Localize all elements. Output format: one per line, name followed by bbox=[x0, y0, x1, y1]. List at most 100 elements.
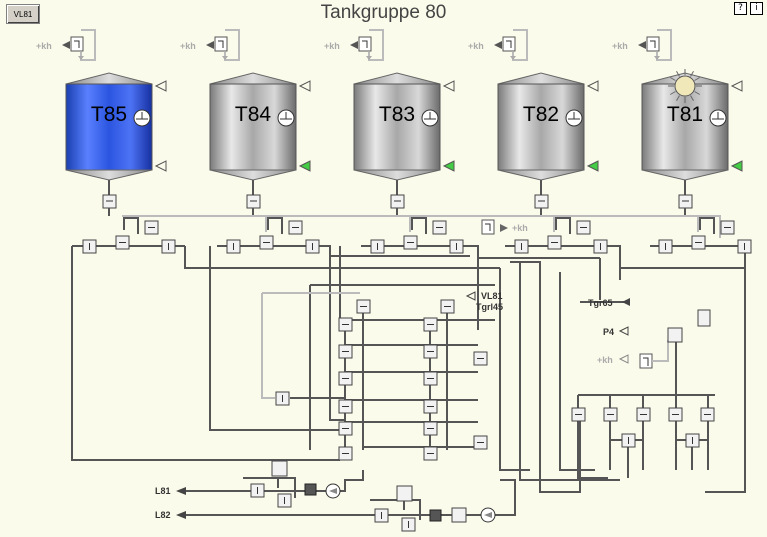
valve-button[interactable] bbox=[423, 344, 438, 359]
bypass-pipe bbox=[555, 217, 571, 234]
valve-button[interactable] bbox=[374, 508, 389, 523]
tank-t84[interactable]: T84 bbox=[209, 72, 311, 216]
bypass-pipe bbox=[123, 217, 139, 234]
outlet-arrow-icon bbox=[586, 160, 599, 172]
valve-button[interactable] bbox=[423, 399, 438, 414]
tank-t85[interactable]: T85 bbox=[65, 72, 167, 216]
level-gauge-icon bbox=[277, 109, 295, 127]
inlet-arrow-icon bbox=[298, 80, 311, 92]
label-kh-right: +kh bbox=[597, 355, 613, 365]
tank-t83[interactable]: T83 bbox=[353, 72, 455, 216]
valve-button[interactable] bbox=[305, 239, 320, 254]
label-l82: L82 bbox=[155, 510, 171, 520]
valve-button[interactable] bbox=[338, 317, 353, 332]
tank-t82[interactable]: T82 bbox=[497, 72, 599, 216]
valve-button[interactable] bbox=[338, 421, 353, 436]
label-tgr65: Tgr65 bbox=[588, 298, 613, 308]
valve-button[interactable] bbox=[691, 235, 706, 250]
bypass-pipe bbox=[699, 217, 715, 234]
valve-button[interactable] bbox=[576, 220, 591, 235]
valve-button[interactable] bbox=[338, 344, 353, 359]
valve-button[interactable] bbox=[621, 433, 636, 448]
info-icon[interactable]: i bbox=[750, 2, 763, 15]
valve-button[interactable] bbox=[449, 239, 464, 254]
page-title: Tankgruppe 80 bbox=[320, 2, 447, 23]
tank-group: T85 T84 T83 T82 T81 bbox=[65, 69, 743, 216]
valve-button[interactable] bbox=[473, 351, 488, 366]
label-l81: L81 bbox=[155, 486, 171, 496]
level-gauge-icon bbox=[133, 109, 151, 127]
kh-dosing-icon[interactable]: +kh bbox=[324, 29, 384, 61]
valve-button[interactable] bbox=[514, 239, 529, 254]
valve-button[interactable] bbox=[259, 235, 274, 250]
level-gauge-icon bbox=[709, 109, 727, 127]
valve-button[interactable] bbox=[658, 239, 673, 254]
svg-text:+kh: +kh bbox=[36, 41, 52, 51]
valve-button[interactable] bbox=[423, 371, 438, 386]
vl81-button[interactable]: VL81 bbox=[6, 4, 40, 24]
valve-button[interactable] bbox=[161, 239, 176, 254]
valve-button[interactable] bbox=[603, 407, 618, 422]
bypass-pipe bbox=[411, 217, 427, 234]
inlet-arrow-icon bbox=[586, 80, 599, 92]
svg-text:+kh: +kh bbox=[612, 41, 628, 51]
valve-button[interactable] bbox=[432, 220, 447, 235]
label-vl81: VL81 bbox=[481, 291, 503, 301]
valve-button[interactable] bbox=[288, 220, 303, 235]
tank-t81[interactable]: T81 bbox=[641, 69, 743, 216]
valve-button[interactable] bbox=[356, 299, 371, 314]
valve-button[interactable] bbox=[473, 435, 488, 450]
valve-button[interactable] bbox=[668, 407, 683, 422]
valve-button[interactable] bbox=[82, 239, 97, 254]
valve-button[interactable] bbox=[685, 433, 700, 448]
valve-button[interactable] bbox=[250, 483, 265, 498]
valve-button[interactable] bbox=[401, 517, 416, 532]
kh-dosing-icon[interactable]: +kh bbox=[36, 29, 96, 61]
valve-button[interactable] bbox=[636, 407, 651, 422]
label-p4: P4 bbox=[603, 327, 614, 337]
valve-button[interactable] bbox=[423, 421, 438, 436]
kh-dosing-icon[interactable]: +kh bbox=[180, 29, 240, 61]
level-gauge-icon bbox=[565, 109, 583, 127]
valve-button[interactable] bbox=[370, 239, 385, 254]
valve-button[interactable] bbox=[737, 239, 752, 254]
valve-button[interactable] bbox=[720, 220, 735, 235]
kh-dosing-icon[interactable] bbox=[481, 219, 669, 369]
svg-text:+kh: +kh bbox=[180, 41, 196, 51]
pump-l81[interactable] bbox=[304, 483, 341, 499]
valve-button[interactable] bbox=[571, 407, 586, 422]
valve-button[interactable] bbox=[338, 446, 353, 461]
valve-button[interactable] bbox=[115, 235, 130, 250]
label-tgrl45: Tgrl45 bbox=[476, 302, 503, 312]
outlet-arrow-icon bbox=[730, 160, 743, 172]
valve-button[interactable] bbox=[338, 399, 353, 414]
tank-label: T84 bbox=[235, 103, 272, 126]
tank-label: T82 bbox=[523, 103, 559, 126]
valve-button[interactable] bbox=[403, 235, 418, 250]
valve-button[interactable] bbox=[144, 220, 159, 235]
pump-l82[interactable] bbox=[429, 507, 496, 523]
valve-button[interactable] bbox=[547, 235, 562, 250]
kh-dosing-icon[interactable]: +kh bbox=[612, 29, 672, 61]
valve-button[interactable] bbox=[277, 493, 292, 508]
valve-button[interactable] bbox=[593, 239, 608, 254]
valve-button[interactable] bbox=[275, 391, 290, 406]
inlet-arrow-icon bbox=[154, 80, 167, 92]
label-kh-mid: +kh bbox=[512, 223, 528, 233]
valve-button[interactable] bbox=[338, 371, 353, 386]
valve-button[interactable] bbox=[226, 239, 241, 254]
valve-button[interactable] bbox=[423, 446, 438, 461]
outlet-arrow-icon bbox=[154, 160, 167, 172]
level-gauge-icon bbox=[421, 109, 439, 127]
valve-button[interactable] bbox=[700, 407, 715, 422]
kh-dosing-icon[interactable]: +kh bbox=[468, 29, 528, 61]
bypass-boxes[interactable] bbox=[271, 309, 711, 502]
alarm-lamp-icon bbox=[668, 69, 702, 103]
bypass-pipe bbox=[267, 217, 283, 234]
outlet-arrow-icon bbox=[298, 160, 311, 172]
help-icon[interactable]: ? bbox=[734, 2, 747, 15]
valve-button[interactable] bbox=[423, 317, 438, 332]
svg-text:+kh: +kh bbox=[468, 41, 484, 51]
valve-controls[interactable] bbox=[82, 217, 752, 532]
valve-button[interactable] bbox=[440, 299, 455, 314]
